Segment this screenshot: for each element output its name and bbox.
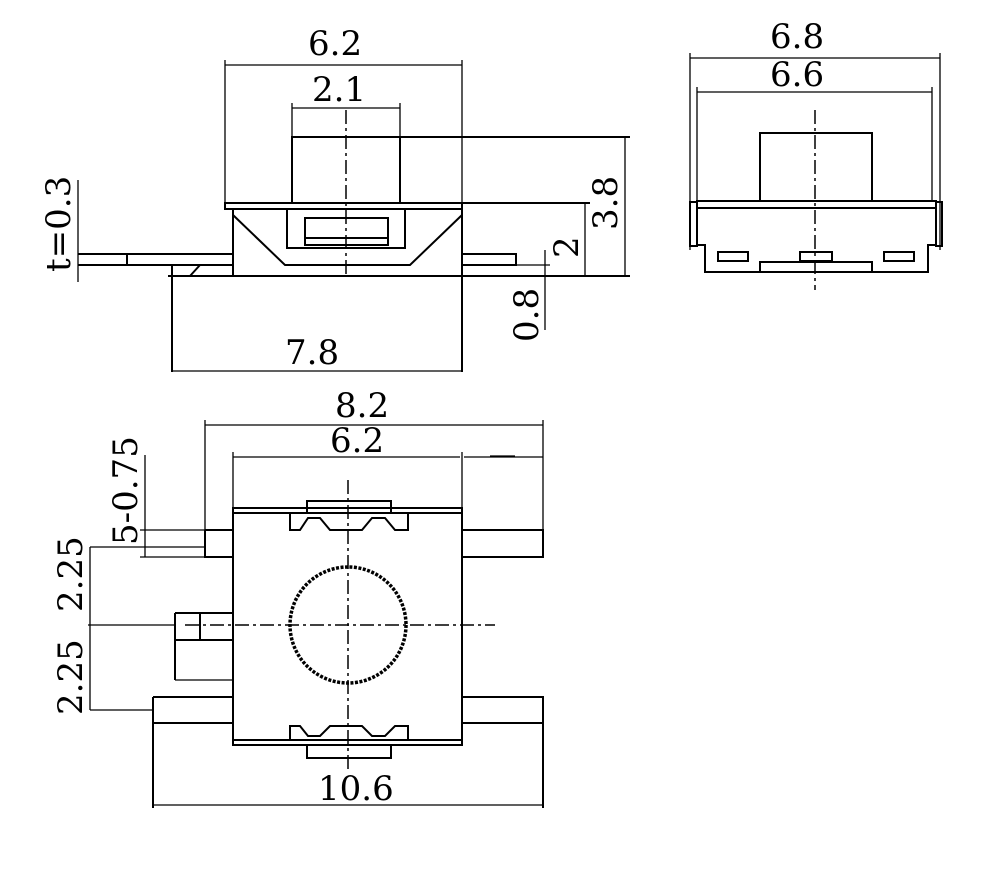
dim-label-pitch-bottom: 2.25 [51,639,91,715]
dim-label-overall: 10.6 [318,769,394,809]
base-outline [168,264,463,372]
top-leads [204,529,544,558]
pad [883,251,915,262]
extension-lines [400,136,630,277]
dim-label-pitch-top: 2.25 [51,536,91,612]
dim-line-pitch [89,546,205,711]
bottom-leads [152,696,544,808]
dim-label-outer: 6.8 [770,17,824,57]
dim-label-lead-span: 8.2 [335,386,389,426]
top-contact [289,500,409,531]
dim-label-lead-width: 5-0.75 [106,436,146,545]
front-view: 6.2 2.1 7.8 3.8 2 0.8 t=0.3 [39,24,630,373]
dim-line-plunger [291,103,401,137]
tab-dim [88,624,233,681]
side-plunger [759,132,873,202]
dim-line-inner [696,87,933,200]
dim-label-standoff: 0.8 [507,288,547,342]
dim-label-inner: 6.6 [770,55,824,95]
dim-label-body: 2 [547,236,587,258]
side-tab [174,612,233,680]
side-leads [689,201,943,247]
bottom-center-lines [185,480,495,770]
dim-label-plunger: 2.1 [312,70,366,110]
dim-label-body-width: 6.2 [330,421,384,461]
dim-label-base: 7.8 [285,333,339,373]
dim-line-lead-width [140,455,205,558]
dim-line-body-width [232,452,543,508]
housing [232,209,463,277]
dim-label-height: 3.8 [586,176,626,230]
leads [78,253,517,266]
pad [799,251,833,262]
dim-line-standoff [516,250,550,330]
side-view: 6.8 6.6 [689,17,943,290]
pad [717,251,749,262]
bottom-view: 8.2 6.2 10.6 2.25 2.25 5-0.75 [51,386,544,809]
bottom-contact [289,725,409,759]
dim-label-thickness: t=0.3 [39,176,79,272]
dim-line-width-top [224,60,463,205]
dim-label-width-top: 6.2 [308,24,362,64]
